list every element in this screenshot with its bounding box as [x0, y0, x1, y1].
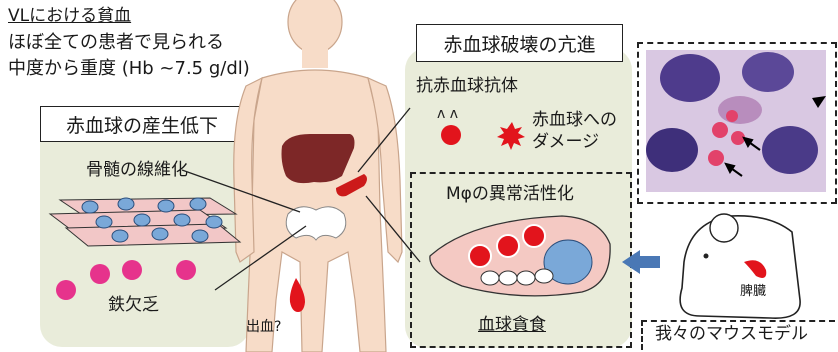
mouse-body	[680, 216, 800, 318]
mouse-eye	[704, 254, 709, 259]
spleen-label: 脾臓	[740, 285, 766, 298]
mouse-ear	[710, 214, 738, 242]
